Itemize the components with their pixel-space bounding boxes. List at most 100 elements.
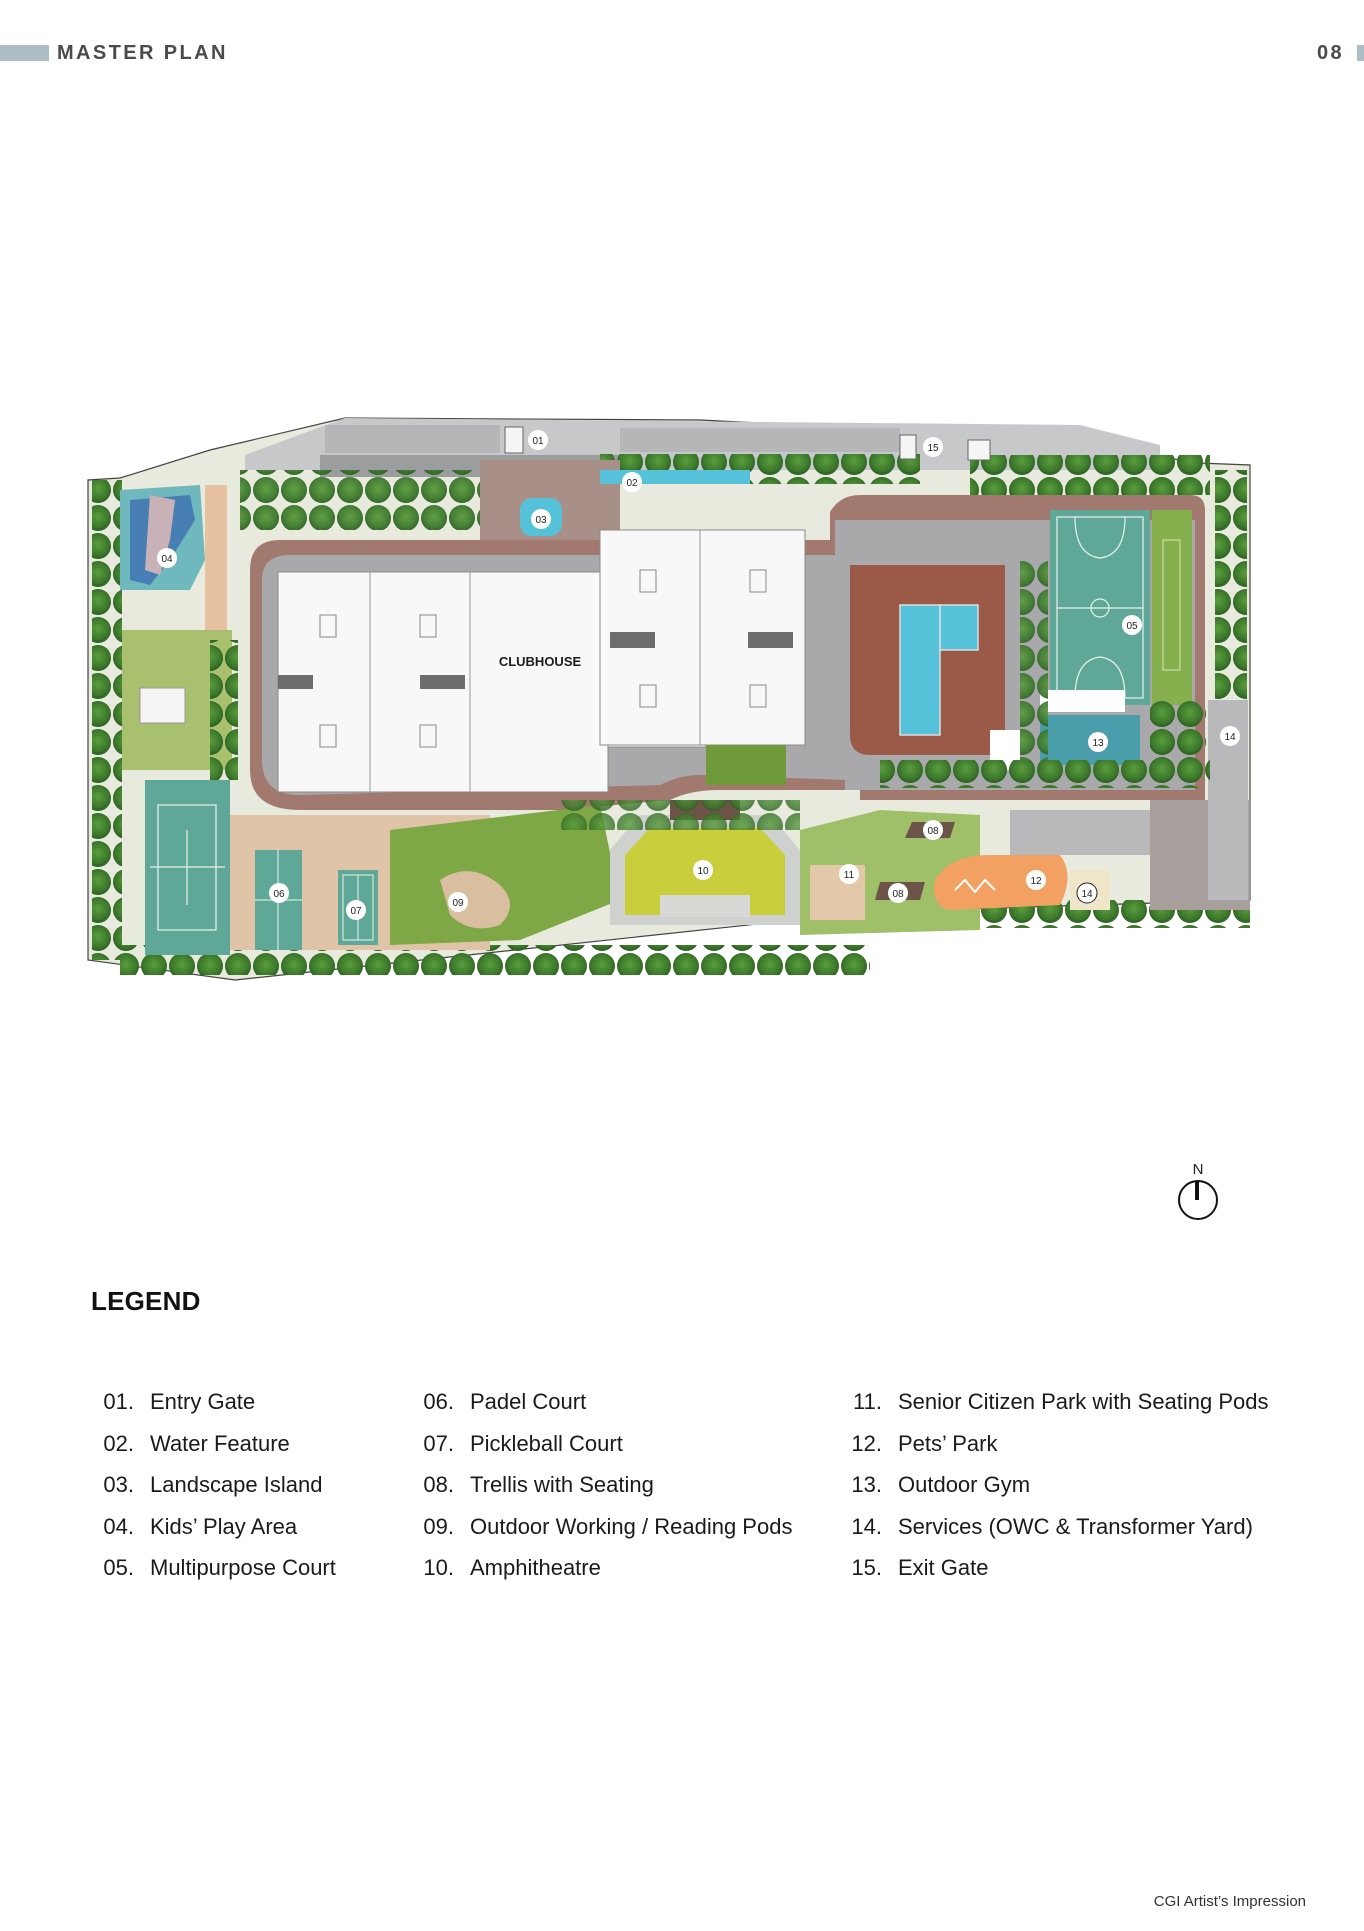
marker-11: 11 — [839, 864, 859, 884]
marker-08a: 08 — [923, 820, 943, 840]
marker-07: 07 — [346, 900, 366, 920]
legend-number: 06. — [423, 1389, 454, 1414]
marker-14a: 14 — [1220, 726, 1240, 746]
plan-markers: 01 02 03 04 05 06 07 08 08 09 10 11 12 1… — [157, 430, 1240, 920]
north-compass-icon: N — [1176, 1162, 1220, 1224]
marker-04: 04 — [157, 548, 177, 568]
legend-number: 03. — [103, 1472, 134, 1497]
master-plan-svg: CLUBHOUSE 01 02 03 04 05 06 07 08 08 09 … — [87, 417, 1251, 981]
marker-10: 10 — [693, 860, 713, 880]
svg-text:14: 14 — [1081, 889, 1093, 900]
pool-area — [850, 565, 1020, 770]
legend-number: 04. — [103, 1513, 134, 1539]
legend-item: 13. Outdoor Gym — [848, 1471, 1269, 1513]
svg-text:12: 12 — [1030, 876, 1042, 887]
legend-label: Pickleball Court — [470, 1430, 623, 1456]
marker-01: 01 — [528, 430, 548, 450]
reading-pods-garden — [390, 805, 620, 945]
svg-text:07: 07 — [350, 906, 362, 917]
marker-02: 02 — [622, 472, 642, 492]
legend-label: Multipurpose Court — [150, 1555, 336, 1580]
svg-text:02: 02 — [626, 478, 638, 489]
legend-number: 14. — [851, 1513, 882, 1539]
header-accent-bar-right — [1357, 45, 1364, 61]
legend-number: 10. — [423, 1555, 454, 1580]
legend-number: 13. — [851, 1472, 882, 1497]
north-letter: N — [1192, 1161, 1204, 1178]
marker-06: 06 — [269, 883, 289, 903]
legend-label: Landscape Island — [150, 1472, 323, 1497]
clubhouse-label: CLUBHOUSE — [499, 654, 582, 669]
legend-item: 06. Padel Court — [400, 1388, 792, 1430]
legend-number: 05. — [103, 1555, 134, 1580]
legend-item: 05. Multipurpose Court — [80, 1554, 336, 1596]
legend-item: 08. Trellis with Seating — [400, 1471, 792, 1513]
legend-label: Trellis with Seating — [470, 1472, 654, 1497]
compass-circle — [1178, 1180, 1218, 1220]
legend-item: 12. Pets’ Park — [848, 1430, 1269, 1472]
legend-label: Exit Gate — [898, 1555, 989, 1580]
legend-label: Kids’ Play Area — [150, 1513, 298, 1539]
svg-text:03: 03 — [535, 515, 547, 526]
legend-label: Water Feature — [150, 1430, 290, 1456]
legend-column-1: 01. Entry Gate 02. Water Feature 03. Landsc… — [80, 1388, 336, 1596]
legend-label: Entry Gate — [150, 1389, 256, 1414]
legend-item: 15. Exit Gate — [848, 1554, 1269, 1596]
marker-08b: 08 — [888, 883, 908, 903]
svg-text:11: 11 — [844, 870, 855, 881]
legend-item: 14.Services (OWC & Transformer Yard) — [848, 1513, 1269, 1555]
legend-label: Padel Court — [470, 1389, 587, 1414]
legend-item: 04. Kids’ Play Area — [80, 1513, 336, 1555]
legend-number: 12. — [851, 1430, 882, 1456]
legend-label: Outdoor Working / Reading Pods — [470, 1513, 793, 1539]
marker-05: 05 — [1122, 615, 1142, 635]
legend-label: Senior Citizen Park with Seating Pods — [898, 1389, 1269, 1414]
residential-towers — [277, 529, 806, 793]
legend-number: 07. — [423, 1430, 454, 1456]
legend-column-3: 11. Senior Citizen Park with Seating Pods… — [848, 1388, 1269, 1596]
legend-item: 10. Amphitheatre — [400, 1554, 792, 1596]
kids-play-area — [120, 485, 227, 635]
svg-text:09: 09 — [452, 898, 464, 909]
svg-text:06: 06 — [273, 889, 285, 900]
marker-13: 13 — [1088, 732, 1108, 752]
legend-number: 09. — [423, 1513, 454, 1539]
svg-text:10: 10 — [697, 866, 709, 877]
legend-label: Pets’ Park — [898, 1430, 998, 1456]
svg-text:01: 01 — [532, 436, 544, 447]
svg-text:04: 04 — [161, 554, 173, 565]
legend-label: Outdoor Gym — [898, 1472, 1031, 1497]
header-accent-bar — [0, 45, 49, 61]
page-number: 08 — [1316, 42, 1344, 64]
legend-number: 01. — [103, 1389, 134, 1414]
marker-12: 12 — [1026, 870, 1046, 890]
master-plan-map: CLUBHOUSE 01 02 03 04 05 06 07 08 08 09 … — [60, 400, 1270, 1020]
legend-column-2: 06. Padel Court 07. Pickleball Court 08. Tr… — [400, 1388, 792, 1596]
pets-park — [934, 855, 1068, 910]
svg-text:14: 14 — [1224, 732, 1236, 743]
svg-text:08: 08 — [892, 889, 904, 900]
legend-number: 02. — [103, 1430, 134, 1456]
legend-item: 02. Water Feature — [80, 1430, 336, 1472]
legend-item: 01. Entry Gate — [80, 1388, 336, 1430]
marker-14b: 14 — [1076, 882, 1098, 904]
svg-text:13: 13 — [1092, 738, 1104, 749]
marker-09: 09 — [448, 892, 468, 912]
legend-number: 08. — [423, 1472, 454, 1497]
service-parking — [1010, 810, 1160, 855]
legend-item: 11. Senior Citizen Park with Seating Pods — [848, 1388, 1269, 1430]
legend-label: Amphitheatre — [470, 1555, 601, 1580]
interior-trees — [210, 560, 1210, 830]
page-title: MASTER PLAN — [57, 42, 228, 64]
multipurpose-court — [1050, 510, 1192, 705]
legend-number: 11. — [853, 1389, 882, 1414]
svg-text:15: 15 — [927, 443, 939, 454]
compass-needle — [1195, 1182, 1199, 1200]
tennis-court — [145, 780, 230, 955]
marker-03: 03 — [531, 509, 551, 529]
legend-number: 15. — [851, 1555, 882, 1580]
cgi-disclaimer: CGI Artist’s Impression — [1153, 1893, 1306, 1910]
legend-item: 07. Pickleball Court — [400, 1430, 792, 1472]
svg-text:05: 05 — [1126, 621, 1138, 632]
legend-title: LEGEND — [91, 1286, 201, 1316]
